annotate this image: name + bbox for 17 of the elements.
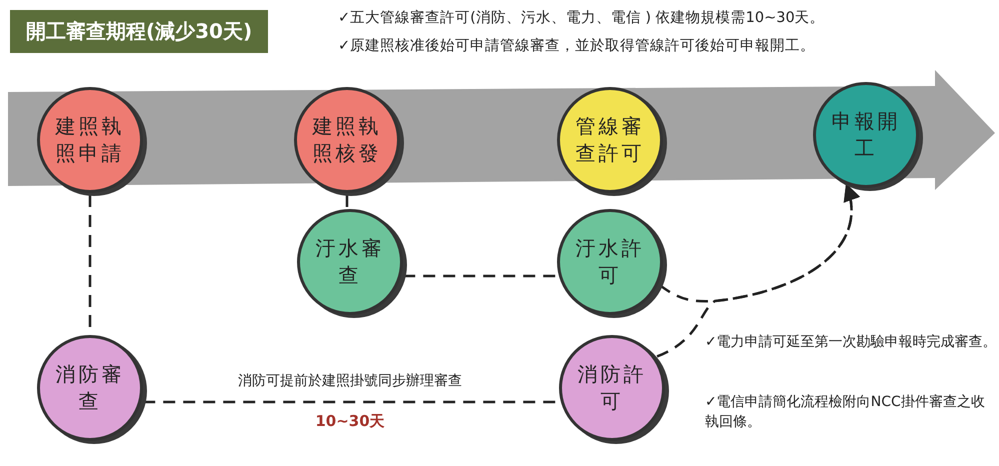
note-text: ✓電信申請簡化流程檢附向NCC掛件審查之收執回條。 (705, 393, 986, 432)
title-banner: 開工審查期程(減少30天) (10, 10, 268, 53)
note-text: ✓原建照核准後始可申請管線審查，並於取得管線許可後始可申報開工。 (338, 36, 816, 55)
dashed-connector (346, 195, 348, 207)
duration-label: 10~30天 (314, 412, 386, 431)
dashed-arrow (656, 183, 860, 358)
node-label: 消防許可 (576, 361, 648, 415)
dashed-connector (403, 274, 557, 278)
node-label: 管線審查許可 (574, 113, 646, 167)
node-label: 建照執照核發 (311, 113, 382, 167)
node-label: 建照執照申請 (54, 113, 126, 167)
note-text: ✓五大管線審查許可(消防、污水、電力、電信 ) 依建物規模需10~30天。 (338, 8, 826, 27)
note-text: ✓電力申請可延至第一次勘驗申報時完成審查。 (705, 333, 997, 352)
node-label: 消防審查 (54, 361, 126, 415)
node-label: 申報開工 (830, 108, 902, 162)
node-label: 汙水審查 (314, 235, 386, 289)
node-label: 汙水許可 (574, 235, 646, 289)
